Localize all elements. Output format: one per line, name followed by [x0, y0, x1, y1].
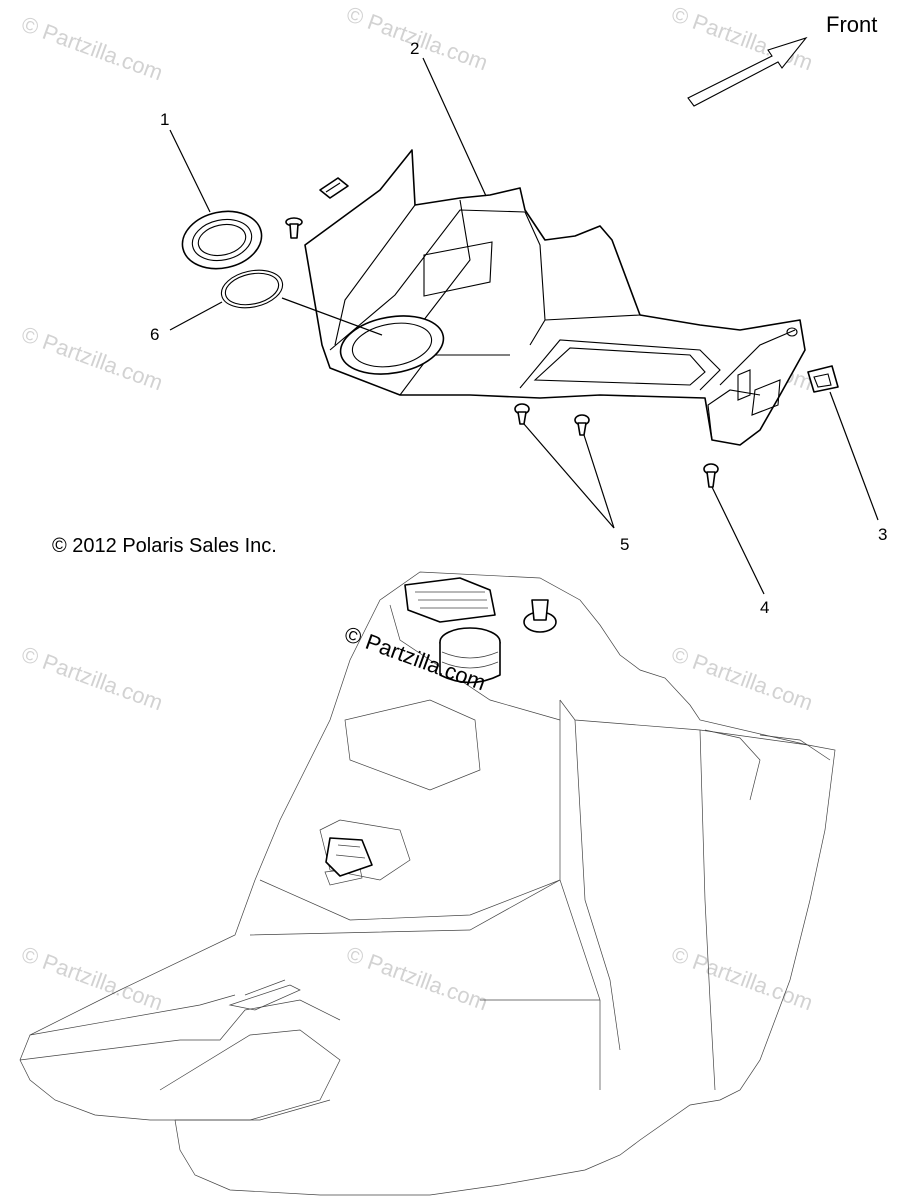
- fuel-tank-body: [19, 571, 836, 1196]
- watermark: © Partzilla.com: [343, 941, 491, 1015]
- callout-6: 6: [150, 297, 383, 344]
- watermark: © Partzilla.com: [18, 11, 166, 85]
- part-6-o-ring: [220, 269, 284, 309]
- callout-3: 3: [829, 391, 887, 544]
- callout-2: 2: [410, 39, 487, 197]
- part-3-clip-nut: [807, 365, 839, 393]
- watermark-layer: © Partzilla.com © Partzilla.com © Partzi…: [18, 1, 816, 1015]
- part-2-console-panel: [304, 149, 806, 446]
- part-4-rivet: [703, 463, 719, 488]
- callout-5: 5: [523, 423, 629, 554]
- watermark: © Partzilla.com: [18, 641, 166, 715]
- part-5-rivets: [514, 403, 590, 436]
- copyright-text: © 2012 Polaris Sales Inc.: [52, 535, 277, 557]
- watermark: © Partzilla.com: [668, 641, 816, 715]
- callout-number: 3: [878, 525, 887, 544]
- watermark: © Partzilla.com: [668, 1, 816, 75]
- front-arrow: Front: [687, 12, 877, 107]
- front-label: Front: [826, 12, 877, 37]
- callout-number: 2: [410, 39, 419, 58]
- callout-1: 1: [160, 110, 211, 213]
- callout-number: 6: [150, 325, 159, 344]
- callout-number: 4: [760, 598, 769, 617]
- part-1-ring: [181, 210, 263, 270]
- watermark: © Partzilla.com: [18, 321, 166, 395]
- callout-number: 1: [160, 110, 169, 129]
- front-arrow-icon: [687, 36, 808, 107]
- push-rivet: [285, 217, 303, 239]
- callout-number: 5: [620, 535, 629, 554]
- watermark: © Partzilla.com: [668, 941, 816, 1015]
- callout-4: 4: [711, 486, 769, 617]
- clip-fastener: [319, 177, 349, 199]
